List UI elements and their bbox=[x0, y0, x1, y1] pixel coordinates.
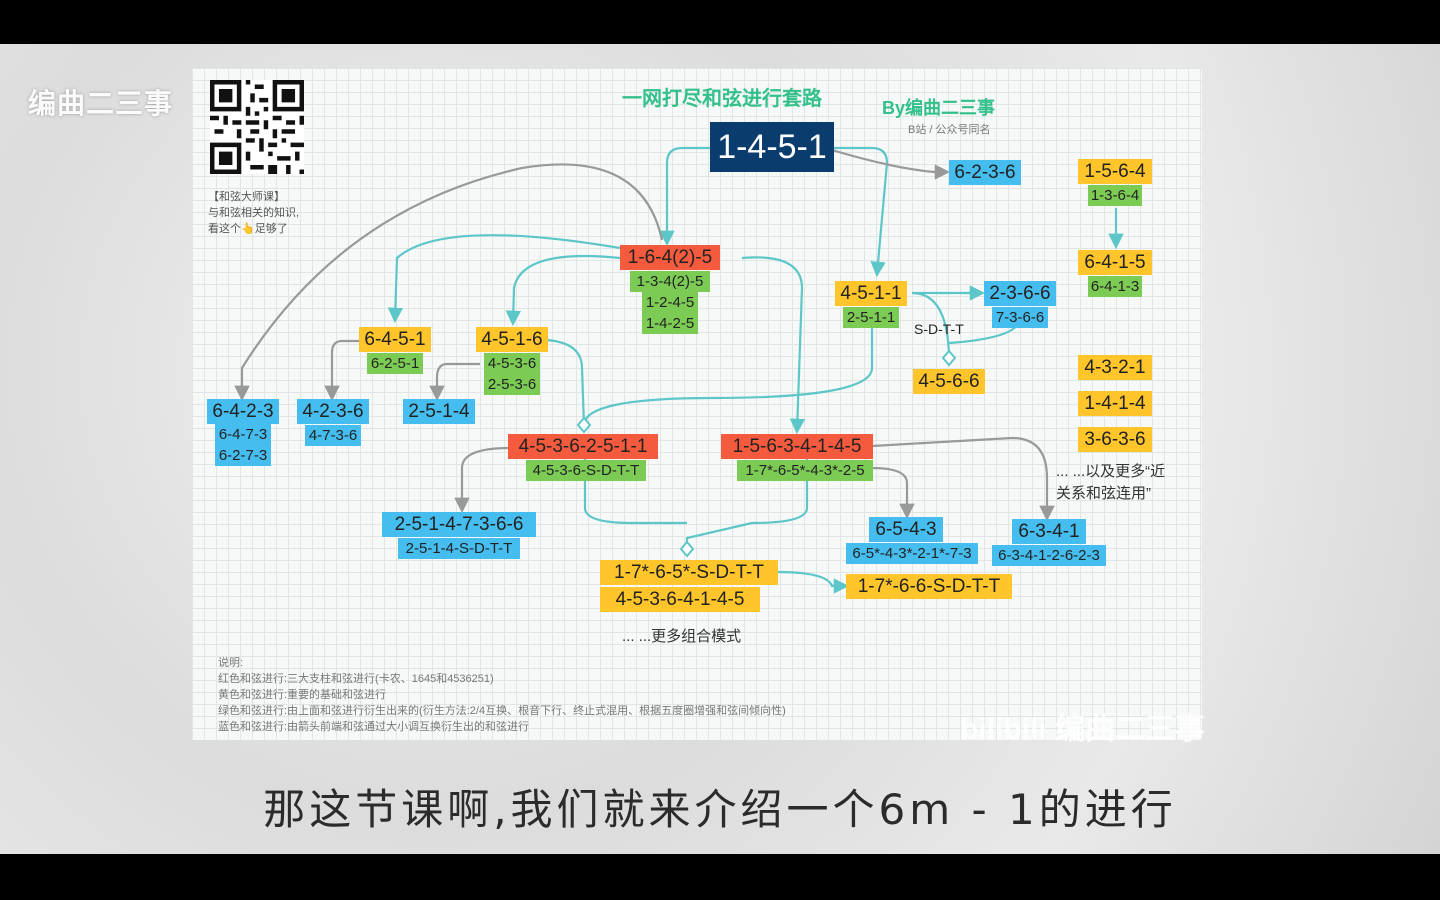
node-6-3-4-1-2-6-2-3: 6-3-4-1-2-6-2-3 bbox=[992, 545, 1106, 566]
node-6-5-4-3: 6-5-4-3 bbox=[869, 517, 943, 542]
node-6-4-7-3: 6-4-7-3 bbox=[215, 424, 271, 445]
more-near-relation-2: 关系和弦连用” bbox=[1056, 485, 1151, 502]
node-7-3-6-6: 7-3-6-6 bbox=[992, 307, 1048, 328]
node-1-7-6-5-4-3-2-5: 1-7*-6-5*-4-3*-2-5 bbox=[737, 460, 873, 481]
diamond-1765sdtt bbox=[679, 540, 695, 558]
node-1-6-4-2-5: 1-6-4(2)-5 bbox=[620, 245, 720, 270]
node-4-5-6-6: 4-5-6-6 bbox=[913, 369, 985, 394]
note-line-1: 红色和弦进行:三大支柱和弦进行(卡农、1645和4536251) bbox=[218, 673, 494, 685]
node-6-3-4-1: 6-3-4-1 bbox=[1012, 519, 1086, 544]
node-6-4-5-1: 6-4-5-1 bbox=[359, 327, 431, 352]
node-1-4-1-4: 1-4-1-4 bbox=[1078, 391, 1152, 416]
note-line-0: 说明: bbox=[218, 657, 244, 669]
node-6-5-4-3-2-1-7-3: 6-5*-4-3*-2-1*-7-3 bbox=[846, 543, 978, 564]
node-6-2-7-3: 6-2-7-3 bbox=[215, 445, 271, 466]
node-2-5-1-4: 2-5-1-4 bbox=[403, 399, 475, 424]
link-16425-to-4516 bbox=[505, 254, 621, 327]
node-1-3-4-2-5: 1-3-4(2)-5 bbox=[630, 271, 710, 292]
node-4-2-3-6: 4-2-3-6 bbox=[297, 399, 369, 424]
node-2-5-1-4-7-3-6-6: 2-5-1-4-7-3-6-6 bbox=[382, 512, 536, 537]
link-1451-to-4511 bbox=[832, 146, 889, 278]
node-1-7-6-5-s-d-t-t: 1-7*-6-5*-S-D-T-T bbox=[600, 560, 778, 585]
link-4536251-to-2514736 bbox=[454, 446, 511, 514]
note-line-2: 黄色和弦进行:重要的基础和弦进行 bbox=[218, 689, 387, 701]
diamond-4566 bbox=[941, 349, 957, 367]
node-2-5-3-6: 2-5-3-6 bbox=[484, 374, 540, 395]
qr-code[interactable] bbox=[210, 80, 304, 174]
node-2-3-6-6: 2-3-6-6 bbox=[984, 281, 1056, 306]
node-4-5-3-6-2-5-1-1: 4-5-3-6-2-5-1-1 bbox=[508, 434, 658, 459]
byline: By编曲二三事 bbox=[882, 98, 996, 118]
node-4-5-3-6-4-1-4-5: 4-5-3-6-4-1-4-5 bbox=[600, 587, 760, 612]
connector-lines bbox=[234, 146, 1124, 594]
note-line-4: 蓝色和弦进行:由箭头前端和弦通过大小调互换衍生出的和弦进行 bbox=[218, 721, 530, 733]
link-1765sdtt-to-176sdtt bbox=[776, 570, 850, 594]
qr-caption-1: 【和弦大师课】 bbox=[208, 191, 285, 203]
node-1-5-6-4: 1-5-6-4 bbox=[1078, 159, 1152, 184]
node-3-6-3-6: 3-6-3-6 bbox=[1078, 427, 1152, 452]
node-1-5-6-3-4-1-4-5: 1-5-6-3-4-1-4-5 bbox=[721, 434, 873, 459]
more-near-relation-1: ... ...以及更多“近 bbox=[1056, 463, 1166, 480]
node-6-4-1-5: 6-4-1-5 bbox=[1078, 250, 1152, 275]
node-6-4-1-3: 6-4-1-3 bbox=[1088, 276, 1142, 297]
node-2-5-1-1: 2-5-1-1 bbox=[843, 307, 899, 328]
node-4-7-3-6: 4-7-3-6 bbox=[305, 425, 361, 446]
link-16425-to-6451 bbox=[387, 234, 621, 324]
link-1563-to-1765sdtt bbox=[685, 458, 809, 550]
node-4-5-1-1: 4-5-1-1 bbox=[835, 281, 907, 306]
node-4-5-1-6: 4-5-1-6 bbox=[476, 327, 548, 352]
link-4516-to-4536251 bbox=[546, 338, 586, 427]
link-4516-to-2514 bbox=[429, 362, 480, 402]
node-1-3-6-4: 1-3-6-4 bbox=[1088, 185, 1142, 206]
qr-code-pattern bbox=[210, 80, 304, 174]
note-line-3: 绿色和弦进行:由上面和弦进行衍生出来的(衍生方法:2/4互换、根音下行、终止式混… bbox=[218, 705, 786, 717]
link-1451-to-16425 bbox=[659, 146, 712, 247]
node-1-2-4-5: 1-2-4-5 bbox=[642, 292, 698, 313]
link-qr-to-16425 bbox=[234, 163, 664, 402]
channel-logo-text: 编曲二三事 bbox=[28, 87, 174, 120]
node-1-7-6-6-s-d-t-t: 1-7*-6-6-S-D-T-T bbox=[846, 574, 1012, 599]
link-16425-to-1563 bbox=[741, 256, 806, 435]
link-6451-to-4236 bbox=[324, 339, 362, 402]
byline-sub: B站 / 公众号同名 bbox=[908, 124, 991, 136]
label-s-d-t-t: S-D-T-T bbox=[914, 321, 964, 337]
node-4-3-2-1: 4-3-2-1 bbox=[1078, 355, 1152, 380]
link-1563-to-6341 bbox=[871, 436, 1055, 522]
link-1563-to-6543 bbox=[871, 466, 915, 520]
qr-caption-2: 与和弦相关的知识, bbox=[208, 207, 300, 219]
diagram-title: 一网打尽和弦进行套路 bbox=[622, 88, 822, 110]
video-subtitle: 那这节课啊,我们就来介绍一个6m - 1的进行 bbox=[263, 785, 1177, 834]
node-4-5-3-6: 4-5-3-6 bbox=[484, 353, 540, 374]
diamond-4536251 bbox=[576, 416, 592, 434]
node-6-4-2-3: 6-4-2-3 bbox=[207, 399, 279, 424]
node-4-5-3-6-s-d-t-t: 4-5-3-6-S-D-T-T bbox=[526, 460, 646, 481]
node-1-4-2-5: 1-4-2-5 bbox=[642, 313, 698, 334]
link-1451-to-6236 bbox=[831, 148, 951, 180]
link-4511-to-4566 bbox=[911, 291, 951, 359]
more-combinations: ... ...更多组合模式 bbox=[622, 628, 742, 645]
node-1-4-5-1: 1-4-5-1 bbox=[710, 122, 834, 172]
node-6-2-5-1: 6-2-5-1 bbox=[367, 353, 423, 374]
node-2-5-1-4-s-d-t-t: 2-5-1-4-S-D-T-T bbox=[398, 538, 520, 559]
chord-progression-diagram: 【和弦大师课】 与和弦相关的知识, 看这个👆足够了 一网打尽和弦进行套路 By编… bbox=[192, 68, 1202, 740]
node-6-2-3-6: 6-2-3-6 bbox=[949, 160, 1021, 185]
bilibili-watermark: bilibili 编曲二三事 bbox=[960, 713, 1205, 746]
qr-caption-3: 看这个👆足够了 bbox=[208, 223, 288, 235]
link-4536251-to-1765sdtt bbox=[583, 458, 687, 525]
link-4511-to-4536251 bbox=[582, 313, 874, 427]
